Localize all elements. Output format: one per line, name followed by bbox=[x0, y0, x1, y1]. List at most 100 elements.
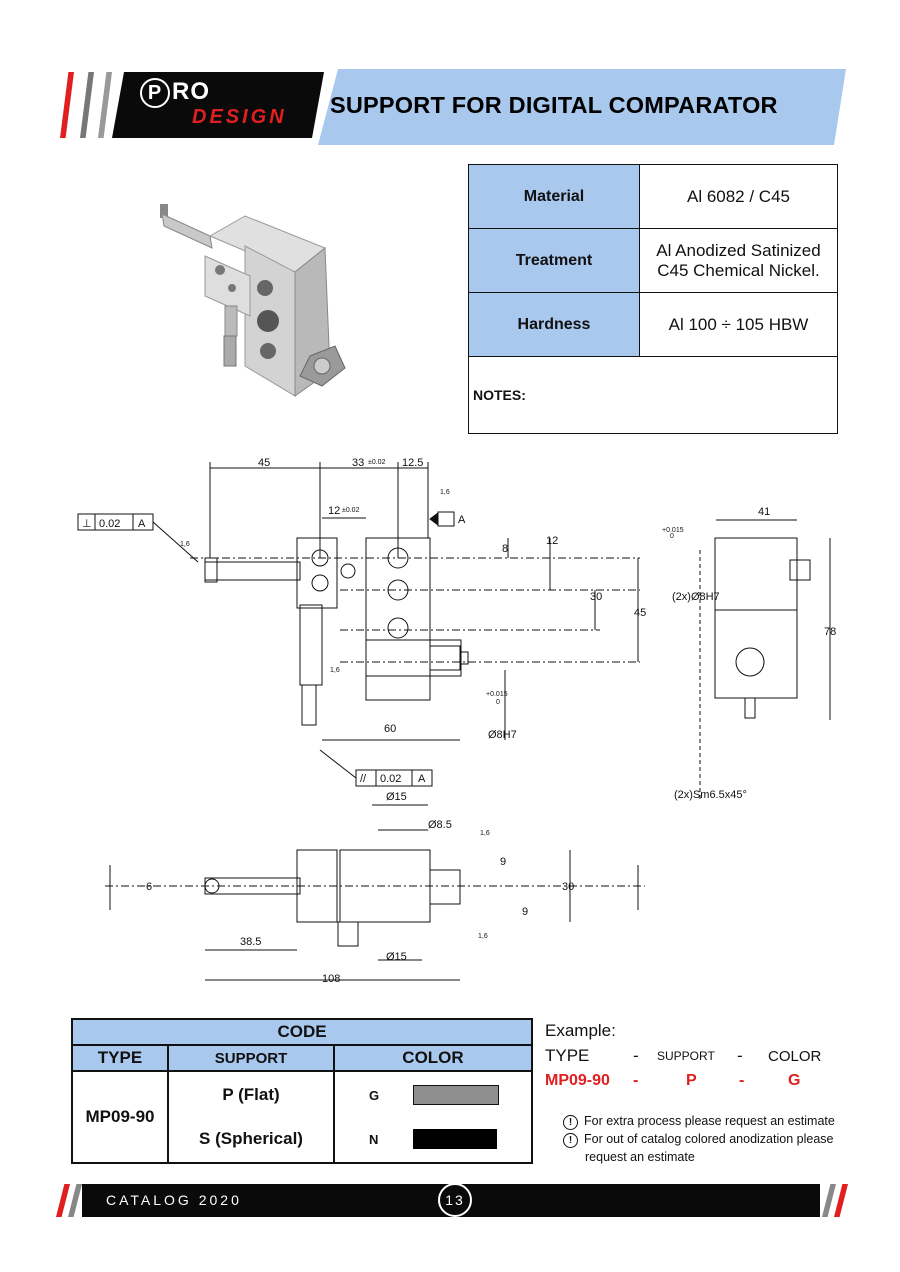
hole-mark bbox=[311, 574, 329, 592]
spec-table: Material Al 6082 / C45 Treatment Al Anod… bbox=[468, 164, 838, 434]
example-header-type: TYPE bbox=[545, 1046, 590, 1065]
footer-catalog: CATALOG 2020 bbox=[106, 1192, 242, 1208]
arm-body bbox=[296, 537, 338, 609]
footer-stripe-grey-r bbox=[822, 1184, 836, 1217]
dim-78: 78 bbox=[824, 626, 836, 638]
footer-stripe-red bbox=[56, 1184, 70, 1217]
gtol-perp-value: 0.02 bbox=[99, 518, 120, 530]
hole-mark bbox=[340, 563, 356, 579]
example-sep: - bbox=[737, 1046, 743, 1065]
dim-60: 60 bbox=[384, 723, 396, 735]
logo-design-text: DESIGN bbox=[192, 106, 287, 128]
dim-2xsm: (2x)Sm6.5x45° bbox=[674, 789, 747, 801]
plan-pin bbox=[337, 921, 359, 947]
page-number: 13 bbox=[438, 1183, 472, 1217]
dim-33: 33 bbox=[352, 457, 364, 469]
technical-drawing: 45 33 ±0.02 12.5 1,6 A ⊥ 0.02 A 1,6 12 ±… bbox=[77, 457, 836, 985]
roughness-1-6: 1,6 bbox=[330, 667, 340, 674]
header-stripe-grey bbox=[80, 72, 94, 138]
block-bolt bbox=[365, 639, 462, 677]
dim-12: 12 bbox=[328, 505, 340, 517]
spec-value: Al 6082 / C45 bbox=[639, 164, 838, 229]
dim-2x8h7-tol-zero: 0 bbox=[670, 533, 674, 540]
spec-label: Material bbox=[468, 164, 640, 229]
support-option-flat: P (Flat) bbox=[222, 1085, 280, 1104]
page-title: SUPPORT FOR DIGITAL COMPARATOR bbox=[330, 92, 778, 118]
dim-d15-bot: Ø15 bbox=[386, 951, 407, 963]
dim-8h7-tol-zero: 0 bbox=[496, 699, 500, 706]
spec-label: Hardness bbox=[468, 292, 640, 357]
spec-value-line: C45 Chemical Nickel. bbox=[657, 260, 820, 280]
code-title: CODE bbox=[71, 1018, 533, 1046]
arm-foot bbox=[301, 684, 317, 726]
footer-stripe-red-r bbox=[834, 1184, 848, 1217]
code-header-color: COLOR bbox=[333, 1044, 533, 1072]
datum-triangle bbox=[429, 512, 439, 526]
dim-33-tol: ±0.02 bbox=[368, 459, 386, 466]
dim-8: 8 bbox=[502, 543, 508, 555]
side-view-body bbox=[714, 537, 798, 699]
note-text: For out of catalog colored anodization p… bbox=[584, 1132, 834, 1146]
color-swatch-black bbox=[413, 1129, 497, 1149]
spec-row-hardness: Hardness Al 100 ÷ 105 HBW bbox=[468, 292, 838, 357]
code-support-values: P (Flat) S (Spherical) bbox=[167, 1070, 335, 1164]
dim-30: 30 bbox=[590, 591, 602, 603]
leader-line bbox=[319, 749, 357, 779]
color-option-g: G bbox=[369, 1073, 530, 1117]
spec-value: Al 100 ÷ 105 HBW bbox=[639, 292, 838, 357]
roughness-1-6: 1,6 bbox=[478, 933, 488, 940]
dim-30-b: 30 bbox=[562, 881, 574, 893]
product-render-image bbox=[160, 204, 346, 397]
example-header-support: SUPPORT bbox=[657, 1049, 715, 1063]
gtol-par-symbol: // bbox=[360, 773, 367, 785]
dim-45-vert: 45 bbox=[634, 607, 646, 619]
example-sep: - bbox=[633, 1046, 639, 1065]
bolt-head bbox=[429, 645, 461, 671]
gtol-perp-symbol: ⊥ bbox=[82, 518, 92, 530]
dim-d8-5: Ø8.5 bbox=[428, 819, 452, 831]
example-value-type: MP09-90 bbox=[545, 1072, 610, 1089]
example-value-color: G bbox=[788, 1072, 801, 1089]
dim-8h7-tol: +0.015 bbox=[486, 691, 508, 698]
dim-41: 41 bbox=[758, 506, 770, 518]
dim-38-5: 38.5 bbox=[240, 936, 261, 948]
dim-12-tol: ±0.02 bbox=[342, 507, 360, 514]
header-stripe-grey-2 bbox=[98, 72, 112, 138]
dim-9-bot: 9 bbox=[522, 906, 528, 918]
spec-label: Treatment bbox=[468, 228, 640, 293]
arm-rod bbox=[204, 561, 301, 581]
product-render bbox=[160, 204, 346, 397]
bolt-end bbox=[459, 651, 469, 665]
code-color-values: G N bbox=[333, 1070, 533, 1164]
warning-icon: ! bbox=[563, 1133, 578, 1148]
note-text-cont: request an estimate bbox=[585, 1150, 695, 1164]
code-table: CODE TYPE SUPPORT COLOR MP09-90 P (Flat)… bbox=[71, 1018, 533, 1164]
roughness-1-6: 1,6 bbox=[480, 830, 490, 837]
color-swatch-grey bbox=[413, 1085, 499, 1105]
hole-mark bbox=[387, 579, 409, 601]
header-title-band bbox=[318, 69, 846, 145]
spec-row-material: Material Al 6082 / C45 bbox=[468, 164, 838, 229]
datum-box bbox=[437, 511, 455, 527]
dim-12-vert: 12 bbox=[546, 535, 558, 547]
roughness-1-6: 1,6 bbox=[440, 489, 450, 496]
example-value-support: P bbox=[686, 1072, 697, 1089]
plan-bolt bbox=[429, 869, 461, 905]
spec-row-notes: NOTES: bbox=[468, 356, 838, 434]
footer-stripe-grey bbox=[68, 1184, 82, 1217]
note-anodization: ! For out of catalog colored anodization … bbox=[563, 1132, 833, 1148]
support-option-spherical: S (Spherical) bbox=[199, 1129, 303, 1148]
code-header-type: TYPE bbox=[71, 1044, 169, 1072]
color-option-n: N bbox=[369, 1117, 530, 1161]
example-value-sep: - bbox=[739, 1072, 745, 1089]
side-view-hole bbox=[735, 647, 765, 677]
hole-mark bbox=[387, 617, 409, 639]
side-view-knob bbox=[789, 559, 811, 581]
note-text: For extra process please request an esti… bbox=[584, 1114, 835, 1128]
color-code: G bbox=[369, 1087, 380, 1103]
dim-2x8h7-tol: +0.015 bbox=[662, 527, 684, 534]
arm-leg bbox=[299, 604, 323, 686]
dim-2x8h7: (2x)Ø8H7 bbox=[672, 591, 720, 603]
